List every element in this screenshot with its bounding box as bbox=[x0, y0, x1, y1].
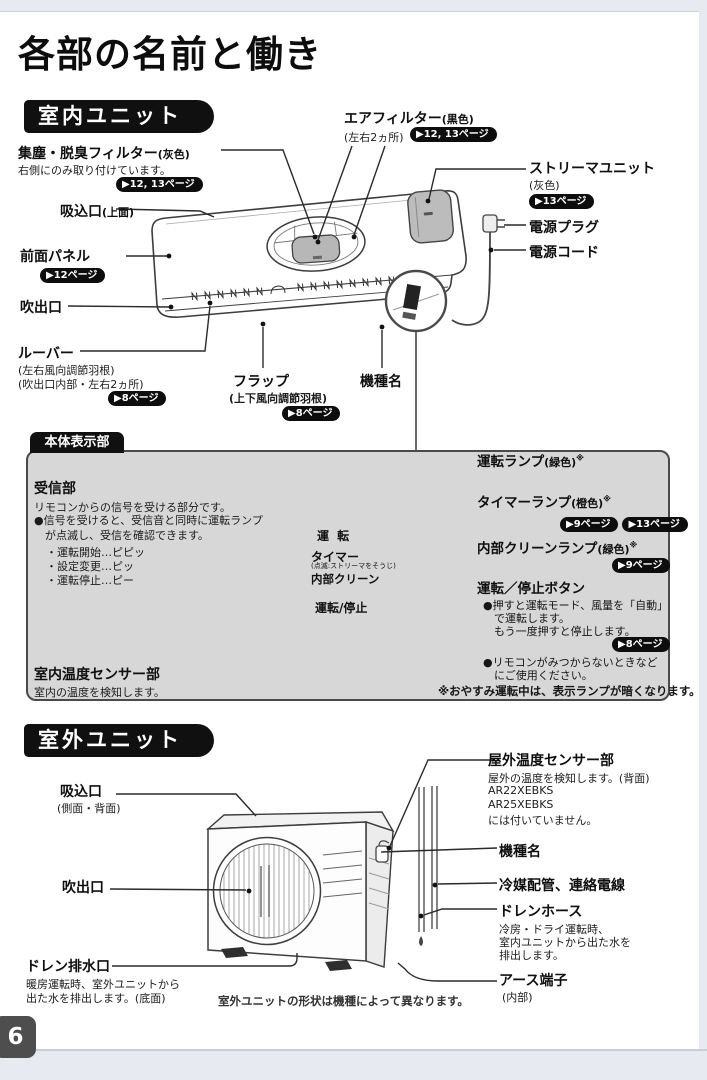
model-name-circle bbox=[384, 269, 448, 333]
label-air-filter-sub: (左右2ヵ所) bbox=[344, 131, 404, 144]
onoff-bullet-1c: もう一度押すと停止します。 bbox=[494, 625, 636, 638]
filter-opening bbox=[266, 216, 366, 272]
badge-timer-lamp-pages: ▶9ページ▶13ページ bbox=[556, 512, 688, 532]
drain-outlet-desc2: 出た水を排出します。(底面) bbox=[26, 992, 166, 1005]
label-indoor-inlet: 吸込口(上面) bbox=[60, 204, 135, 220]
receiver-item-change: ・設定変更…ピッ bbox=[46, 560, 134, 573]
label-outdoor-model-name: 機種名 bbox=[499, 844, 541, 860]
label-earth-terminal: アース端子 bbox=[499, 973, 568, 989]
receiver-desc: リモコンからの信号を受ける部分です。 bbox=[34, 501, 231, 514]
outdoor-section-header: 室外ユニット bbox=[24, 724, 214, 757]
fan-grille-lines bbox=[223, 844, 310, 938]
onoff-bullet-1a: ●押すと運転モード、風量を「自動」 bbox=[483, 599, 669, 612]
outdoor-caption: 室外ユニットの形状は機種によって異なります。 bbox=[218, 994, 469, 1008]
top-margin bbox=[0, 0, 707, 12]
label-outdoor-inlet-note: (側面・背面) bbox=[57, 802, 121, 815]
streamer-unit-shape bbox=[407, 189, 454, 244]
outdoor-sensor-desc4: には付いていません。 bbox=[488, 814, 598, 827]
outdoor-sensor-desc1: 屋外の温度を検知します。(背面) bbox=[488, 772, 650, 785]
outdoor-unit-diagram bbox=[206, 786, 438, 971]
label-clean-lamp: 内部クリーンランプ(緑色)※ bbox=[477, 540, 638, 558]
badge-dust-filter-pages: ▶12, 13ページ bbox=[116, 177, 203, 192]
label-power-plug: 電源プラグ bbox=[529, 220, 599, 236]
label-outdoor-sensor: 屋外温度センサー部 bbox=[488, 753, 614, 769]
label-power-cord: 電源コード bbox=[529, 245, 599, 261]
display-section-box bbox=[26, 450, 670, 701]
label-outdoor-inlet: 吸込口 bbox=[60, 784, 102, 800]
label-louver: ルーバー bbox=[18, 346, 74, 362]
badge-onoff-pages: ▶8ページ bbox=[612, 637, 671, 652]
badge-air-filter-pages: ▶12, 13ページ bbox=[410, 127, 497, 142]
label-flap: フラップ bbox=[233, 374, 289, 390]
pipes-shape bbox=[418, 786, 438, 946]
drain-hose-desc1: 冷房・ドライ運転時、 bbox=[499, 923, 609, 936]
label-onoff-button: 運転／停止ボタン bbox=[477, 581, 585, 597]
receiver-item-stop: ・運転停止…ピー bbox=[46, 574, 134, 587]
label-indoor-model-name: 機種名 bbox=[360, 374, 402, 390]
power-plug-shape bbox=[451, 214, 505, 326]
label-louver-sub1: (左右風向調節羽根) bbox=[18, 364, 115, 377]
label-louver-sub2: (吹出口内部・左右2ヵ所) bbox=[18, 378, 144, 391]
label-drain-hose: ドレンホース bbox=[499, 904, 583, 920]
panel-run-label: 運 転 bbox=[317, 529, 352, 543]
label-outdoor-outlet: 吹出口 bbox=[62, 880, 104, 896]
label-dust-filter-desc: 右側にのみ取り付けています。 bbox=[18, 164, 171, 177]
onoff-bullet-2b: にご使用ください。 bbox=[494, 669, 593, 682]
label-streamer-color: (灰色) bbox=[529, 179, 560, 192]
badge-flap-pages: ▶8ページ bbox=[282, 406, 341, 421]
water-drop bbox=[419, 936, 423, 946]
indoor-section-header: 室内ユニット bbox=[24, 100, 214, 133]
receiver-bullet: ●信号を受けると、受信音と同時に運転ランプが点滅し、受信を確認できます。 bbox=[34, 514, 263, 542]
panel-onoff-label: 運転/停止 bbox=[315, 601, 368, 615]
display-section-header: 本体表示部 bbox=[30, 432, 124, 453]
panel-clean-label: 内部クリーン bbox=[311, 572, 380, 586]
panel-timer-label: タイマー bbox=[311, 550, 360, 564]
label-receiver: 受信部 bbox=[34, 481, 76, 497]
label-dust-filter: 集塵・脱臭フィルター(灰色) bbox=[18, 146, 190, 162]
badge-louver-pages: ▶8ページ bbox=[108, 391, 167, 406]
label-refrigerant-pipes: 冷媒配管、連絡電線 bbox=[499, 878, 625, 894]
onoff-bullet-1b: で運転します。 bbox=[494, 612, 570, 625]
onoff-bullet-2a: ●リモコンがみつからないときなど bbox=[483, 656, 658, 669]
page-number-tab: 6 bbox=[0, 1016, 36, 1058]
label-run-lamp: 運転ランプ(緑色)※ bbox=[477, 453, 584, 471]
outdoor-sensor-shape bbox=[375, 840, 390, 863]
label-streamer-unit: ストリーマユニット bbox=[529, 161, 655, 177]
right-margin bbox=[699, 0, 707, 1080]
drain-hose-desc2: 室内ユニットから出た水を bbox=[499, 936, 631, 949]
outdoor-sensor-desc3: AR25XEBKS bbox=[488, 798, 554, 811]
badge-front-panel-pages: ▶12ページ bbox=[40, 268, 106, 283]
label-timer-lamp: タイマーランプ(橙色)※ bbox=[477, 494, 611, 512]
panel-timer-note: (点滅:ストリーマをそうじ) bbox=[311, 562, 396, 570]
display-footnote: ※おやすみ運転中は、表示ランプが暗くなります。 bbox=[438, 684, 701, 698]
label-drain-outlet: ドレン排水口 bbox=[26, 959, 110, 975]
label-front-panel: 前面パネル bbox=[20, 249, 90, 265]
flap-hinge bbox=[270, 285, 286, 295]
receiver-item-start: ・運転開始…ピピッ bbox=[46, 546, 145, 559]
label-air-filter: エアフィルター(黒色) bbox=[344, 111, 474, 127]
earth-terminal-note: (内部) bbox=[502, 991, 533, 1004]
label-flap-sub: (上下風向調節羽根) bbox=[229, 392, 328, 405]
badge-streamer-pages: ▶13ページ bbox=[529, 194, 595, 209]
bottom-margin bbox=[0, 1049, 707, 1080]
room-sensor-desc: 室内の温度を検知します。 bbox=[34, 686, 165, 699]
outdoor-sensor-desc2: AR22XEBKS bbox=[488, 784, 554, 797]
drain-hose-desc3: 排出します。 bbox=[499, 949, 564, 962]
label-room-sensor: 室内温度センサー部 bbox=[34, 667, 160, 683]
page-title: 各部の名前と働き bbox=[18, 33, 322, 76]
drain-outlet-desc1: 暖房運転時、室外ユニットから bbox=[26, 978, 180, 991]
label-indoor-outlet: 吹出口 bbox=[20, 300, 62, 316]
badge-clean-lamp-pages: ▶9ページ bbox=[612, 558, 671, 573]
indoor-unit-diagram bbox=[151, 189, 505, 333]
